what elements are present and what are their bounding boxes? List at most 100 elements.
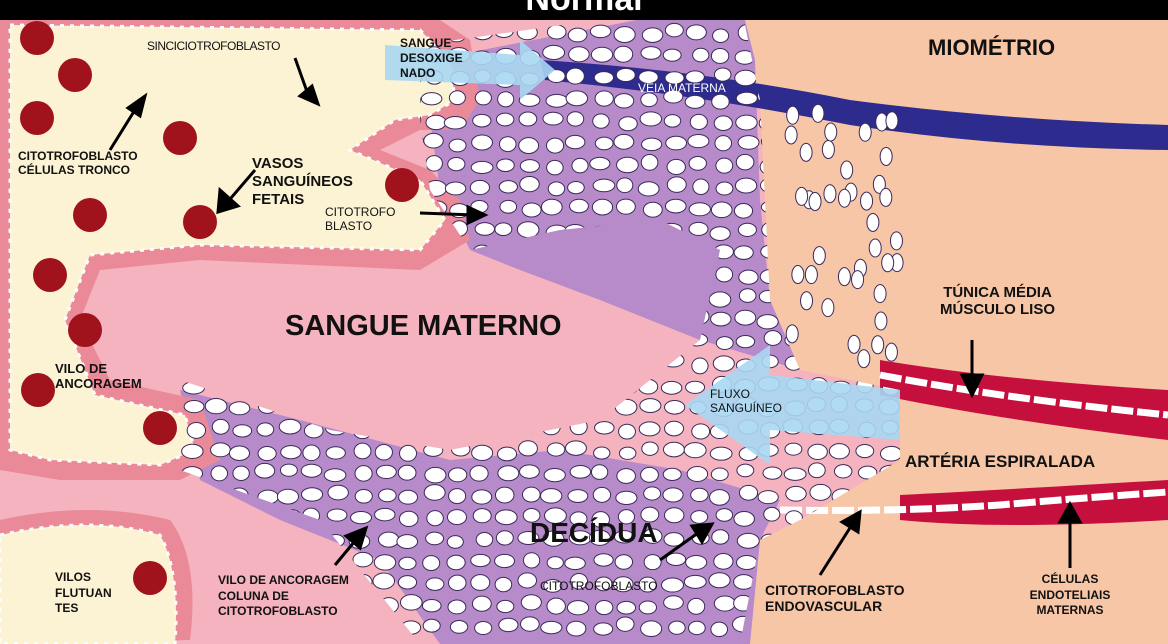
- label-vilos-line1: VILOS: [55, 570, 112, 586]
- cytotrophoblast-cell: [547, 160, 564, 175]
- cytotrophoblast-cell: [663, 49, 681, 61]
- cytotrophoblast-cell: [712, 94, 729, 109]
- cytotrophoblast-cell: [472, 135, 493, 150]
- cytotrophoblast-cell: [497, 447, 516, 461]
- cytotrophoblast-cell: [643, 202, 662, 217]
- myometrium-cell: [875, 312, 887, 330]
- cytotrophoblast-cell: [593, 114, 609, 128]
- label-endo-line2: ENDOVASCULAR: [765, 598, 904, 614]
- cytotrophoblast-cell: [205, 398, 227, 413]
- cytotrophoblast-cell: [379, 489, 397, 502]
- myometrium-cell: [869, 239, 881, 257]
- cytotrophoblast-cell: [566, 441, 587, 456]
- cytotrophoblast-cell: [710, 227, 730, 241]
- cytotrophoblast-cell: [541, 199, 562, 215]
- cytotrophoblast-cell: [450, 621, 467, 634]
- label-endo-line1: CITOTROFOBLASTO: [765, 582, 904, 598]
- cytotrophoblast-cell: [595, 91, 613, 106]
- label-vilo-line2: ANCORAGEM: [55, 377, 142, 392]
- cytotrophoblast-cell: [475, 223, 494, 236]
- cytotrophoblast-cell: [519, 112, 537, 126]
- cytotrophoblast-cell: [617, 469, 636, 484]
- cytotrophoblast-cell: [619, 117, 637, 131]
- myometrium-cell: [886, 112, 898, 130]
- cytotrophoblast-cell: [519, 441, 538, 456]
- myometrium-cell: [838, 189, 850, 207]
- cytotrophoblast-cell: [499, 137, 516, 152]
- cytotrophoblast-cell: [569, 47, 590, 62]
- myometrium-cell: [792, 266, 804, 284]
- cytotrophoblast-cell: [595, 422, 615, 434]
- cytotrophoblast-cell: [666, 136, 687, 150]
- cytotrophoblast-cell: [640, 399, 661, 413]
- cytotrophoblast-cell: [616, 617, 634, 631]
- cytotrophoblast-cell: [444, 116, 466, 128]
- cytotrophoblast-cell: [689, 157, 706, 171]
- label-sangue-desoxigenado: SANGUE DESOXIGE NADO: [400, 36, 463, 81]
- cytotrophoblast-cell: [716, 158, 733, 173]
- cytotrophoblast-cell: [714, 68, 731, 81]
- cytotrophoblast-cell: [543, 112, 563, 125]
- cytotrophoblast-cell: [495, 554, 515, 567]
- cytotrophoblast-cell: [568, 28, 587, 42]
- cytotrophoblast-cell: [594, 554, 613, 566]
- label-sangue-desox-line3: NADO: [400, 66, 463, 81]
- cytotrophoblast-cell: [521, 595, 541, 610]
- cytotrophoblast-cell: [471, 575, 490, 591]
- cytotrophoblast-cell: [714, 554, 733, 570]
- label-citotrofoblasto-decidua: CITOTROFOBLASTO: [540, 580, 658, 594]
- cytotrophoblast-cell: [471, 554, 491, 566]
- cytotrophoblast-cell: [734, 512, 754, 527]
- cytotrophoblast-cell: [475, 91, 491, 105]
- cytotrophoblast-cell: [182, 444, 203, 458]
- cytotrophoblast-cell: [669, 621, 686, 634]
- cytotrophoblast-cell: [399, 511, 418, 526]
- cytotrophoblast-cell: [426, 156, 443, 171]
- cytotrophoblast-cell: [570, 466, 590, 479]
- cytotrophoblast-cell: [808, 444, 827, 459]
- cytotrophoblast-cell: [547, 598, 565, 614]
- cytotrophoblast-cell: [212, 419, 229, 434]
- cytotrophoblast-cell: [595, 137, 613, 150]
- cytotrophoblast-cell: [617, 157, 639, 173]
- cytotrophoblast-cell: [617, 178, 633, 193]
- cytotrophoblast-cell: [496, 113, 513, 126]
- cytotrophoblast-cell: [524, 553, 540, 568]
- cytotrophoblast-cell: [738, 223, 756, 236]
- cytotrophoblast-cell: [544, 469, 565, 482]
- cytotrophoblast-cell: [449, 489, 466, 504]
- cytotrophoblast-cell: [520, 176, 539, 191]
- label-tunica-line1: TÚNICA MÉDIA: [915, 284, 1080, 301]
- label-sangue-desox-line2: DESOXIGE: [400, 51, 463, 66]
- cytotrophoblast-cell: [229, 446, 249, 460]
- cytotrophoblast-cell: [693, 179, 709, 194]
- myometrium-cell: [800, 143, 812, 161]
- myometrium-cell: [825, 123, 837, 141]
- cytotrophoblast-cell: [375, 444, 392, 460]
- cytotrophoblast-cell: [710, 490, 730, 506]
- cytotrophoblast-cell: [496, 531, 513, 545]
- cytotrophoblast-cell: [475, 621, 492, 634]
- cytotrophoblast-cell: [277, 489, 298, 504]
- myometrium-cell: [880, 188, 892, 206]
- cytotrophoblast-cell: [664, 115, 680, 127]
- myometrium-cell: [796, 187, 808, 205]
- cytotrophoblast-cell: [691, 511, 708, 524]
- cytotrophoblast-cell: [713, 29, 729, 42]
- cytotrophoblast-cell: [764, 507, 780, 521]
- cytotrophoblast-cell: [572, 158, 588, 172]
- cytotrophoblast-cell: [737, 464, 754, 477]
- cytotrophoblast-cell: [829, 444, 849, 459]
- label-vilos-flutuantes: VILOS FLUTUAN TES: [55, 570, 112, 617]
- cytotrophoblast-cell: [229, 402, 250, 415]
- label-decidua: DECÍDUA: [530, 517, 658, 549]
- cytotrophoblast-cell: [593, 487, 610, 502]
- cytotrophoblast-cell: [498, 92, 514, 107]
- cytotrophoblast-cell: [518, 573, 537, 588]
- cytotrophoblast-cell: [470, 180, 489, 194]
- cytotrophoblast-cell: [520, 160, 539, 173]
- cytotrophoblast-cell: [495, 577, 512, 591]
- cytotrophoblast-cell: [714, 596, 735, 611]
- cytotrophoblast-cell: [688, 135, 709, 148]
- myometrium-cell: [890, 232, 902, 250]
